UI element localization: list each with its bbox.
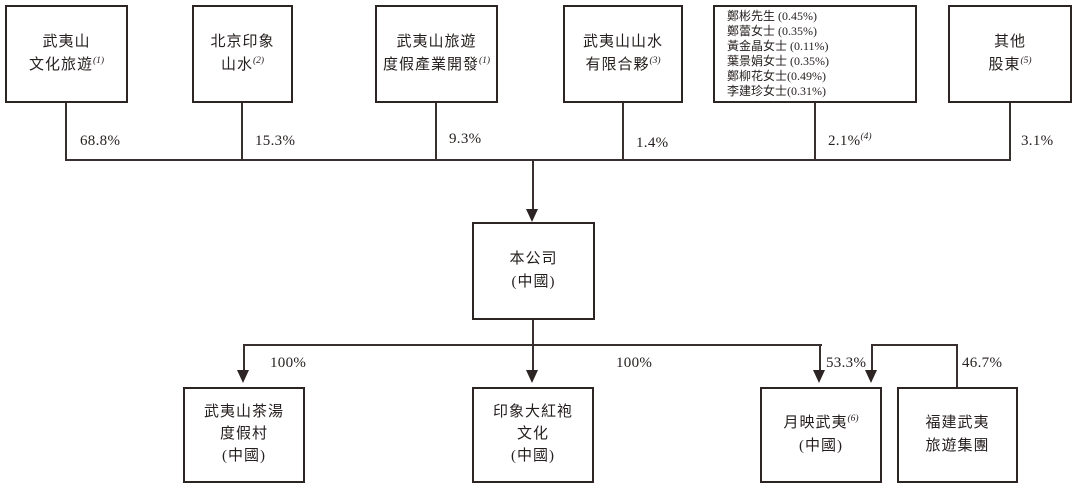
ownership-label: 9.3% (449, 131, 482, 147)
shareholder-name-line: 度假產業開發(1) (382, 56, 491, 73)
company-country: (中國) (511, 274, 556, 290)
footnote-marker: (4) (860, 132, 872, 142)
connector-line (65, 103, 67, 159)
ownership-label: 46.7% (962, 355, 1003, 371)
subsidiary-country: (中國) (799, 438, 843, 454)
footnote-marker: (1) (92, 56, 105, 66)
shareholder-name-line: 武夷山旅遊 (396, 33, 477, 50)
footnote-marker: (1) (478, 56, 491, 66)
arrow-down-icon (237, 370, 249, 383)
arrow-down-icon (526, 209, 538, 222)
subsidiary-name-line: 武夷山茶湯 (203, 404, 284, 421)
shareholder-box-individual-holders: 鄭彬先生 (0.45%) 鄭蕾女士 (0.35%) 黃金晶女士 (0.11%) … (713, 5, 917, 103)
top-bus-line (65, 159, 1011, 161)
connector-line (622, 103, 624, 159)
ownership-label: 100% (270, 355, 307, 371)
connector-line (532, 320, 534, 346)
shareholder-box-wuyishan-culture-tourism: 武夷山 文化旅遊(1) (5, 5, 128, 103)
individual-holder: 黃金晶女士 (0.11%) (727, 38, 829, 53)
shareholder-box-wuyishan-shanshui-lp: 武夷山山水 有限合夥(3) (563, 5, 683, 103)
connector-line (435, 103, 437, 159)
subsidiary-country: (中國) (511, 447, 555, 464)
individual-holder: 葉景娟女士 (0.35%) (727, 54, 829, 68)
lower-bus-line (243, 344, 822, 346)
subsidiary-name-line: 文化 (516, 426, 549, 443)
individual-holder: 鄭彬先生 (0.45%) (727, 8, 817, 23)
arrow-down-icon (865, 370, 877, 383)
subsidiary-name-line: 印象大紅袍 (492, 404, 573, 421)
footnote-marker: (6) (847, 413, 859, 424)
shareholder-name-line: 文化旅遊(1) (28, 56, 105, 73)
individual-holder: 李建珍女士(0.31%) (727, 84, 826, 99)
shareholder-name-line: 股東(5) (988, 56, 1032, 73)
subsidiary-name-line: 福建武夷 (925, 414, 990, 431)
connector-line (814, 103, 816, 159)
company-box: 本公司 (中國) (472, 222, 595, 320)
shareholder-name-line: 山水(2) (220, 56, 265, 73)
ownership-label: 53.3% (826, 355, 867, 371)
shareholder-box-wuyishan-tourism-resort-industry: 武夷山旅遊 度假產業開發(1) (375, 5, 498, 103)
subsidiary-box-wuyishan-tea-soup-resort: 武夷山茶湯 度假村 (中國) (183, 387, 305, 483)
ownership-label: 3.1% (1021, 133, 1054, 149)
connector-line (532, 346, 534, 372)
connector-line (819, 346, 821, 372)
footnote-marker: (3) (649, 56, 661, 66)
connector-line (243, 346, 245, 372)
arrow-down-icon (813, 370, 825, 383)
connector-line (871, 346, 873, 372)
ownership-label: 68.8% (80, 133, 121, 149)
arrow-down-icon (526, 370, 538, 383)
connector-line (532, 159, 534, 211)
shareholder-box-beijing-impression-shanshui: 北京印象 山水(2) (192, 5, 293, 103)
individual-holder: 鄭柳花女士(0.49%) (727, 69, 826, 84)
footnote-marker: (5) (1020, 56, 1032, 66)
shareholder-name-line: 北京印象 (210, 33, 275, 50)
box-fujian-wuyi-tourism-group: 福建武夷 旅遊集團 (897, 387, 1018, 483)
shareholder-name-line: 武夷山 (42, 33, 91, 50)
shareholder-box-other-shareholders: 其他 股東(5) (948, 5, 1072, 103)
shareholder-name-line: 有限合夥(3) (585, 56, 661, 73)
subsidiary-box-impression-dahongpao-culture: 印象大紅袍 文化 (中國) (472, 387, 594, 483)
footnote-marker: (2) (252, 56, 265, 66)
company-name: 本公司 (509, 250, 558, 267)
ownership-label: 100% (616, 355, 653, 371)
connector-line (956, 346, 958, 387)
shareholder-name-line: 武夷山山水 (582, 33, 663, 50)
subsidiary-name-line: 月映武夷(6) (783, 413, 859, 431)
subsidiary-name-line: 旅遊集團 (925, 438, 990, 454)
shareholder-name-line: 其他 (993, 33, 1026, 50)
individual-holder: 鄭蕾女士 (0.35%) (727, 23, 817, 38)
subsidiary-name-line: 度假村 (219, 426, 268, 443)
connector-line (241, 103, 243, 159)
ownership-label: 15.3% (255, 133, 296, 149)
connector-line (871, 344, 958, 346)
ownership-label: 1.4% (636, 135, 669, 151)
connector-line (1009, 103, 1011, 159)
subsidiary-country: (中國) (222, 447, 266, 464)
subsidiary-box-yueying-wuyi: 月映武夷(6) (中國) (760, 387, 882, 483)
ownership-label: 2.1%(4) (828, 132, 872, 149)
